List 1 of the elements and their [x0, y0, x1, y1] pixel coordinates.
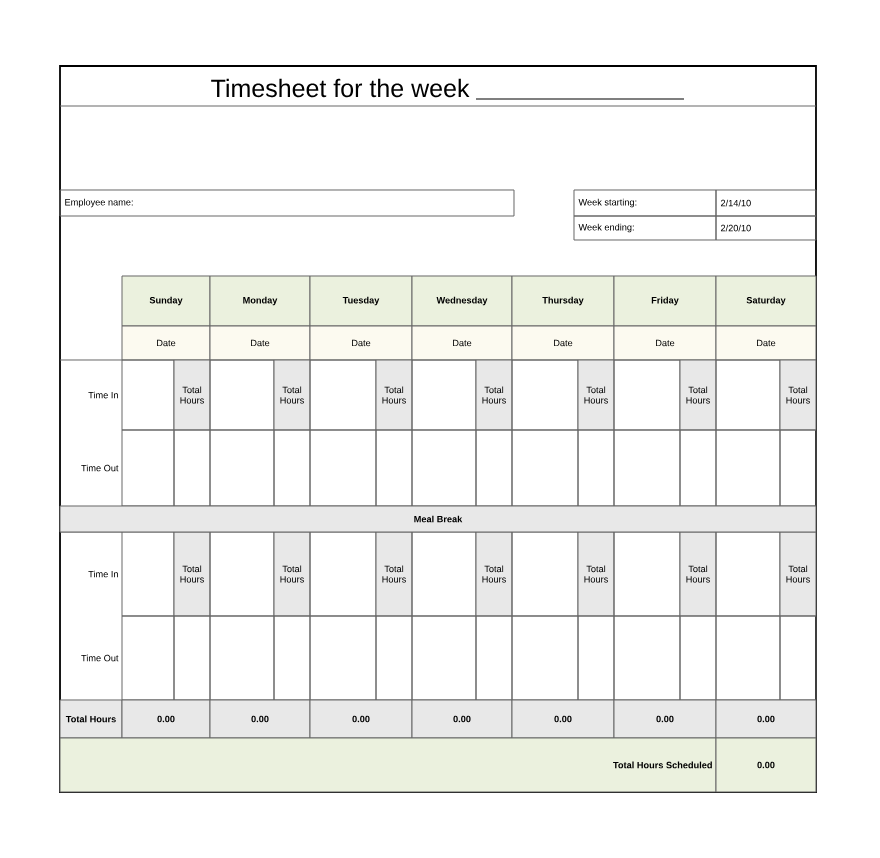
title: Timesheet for the week — [211, 78, 470, 98]
